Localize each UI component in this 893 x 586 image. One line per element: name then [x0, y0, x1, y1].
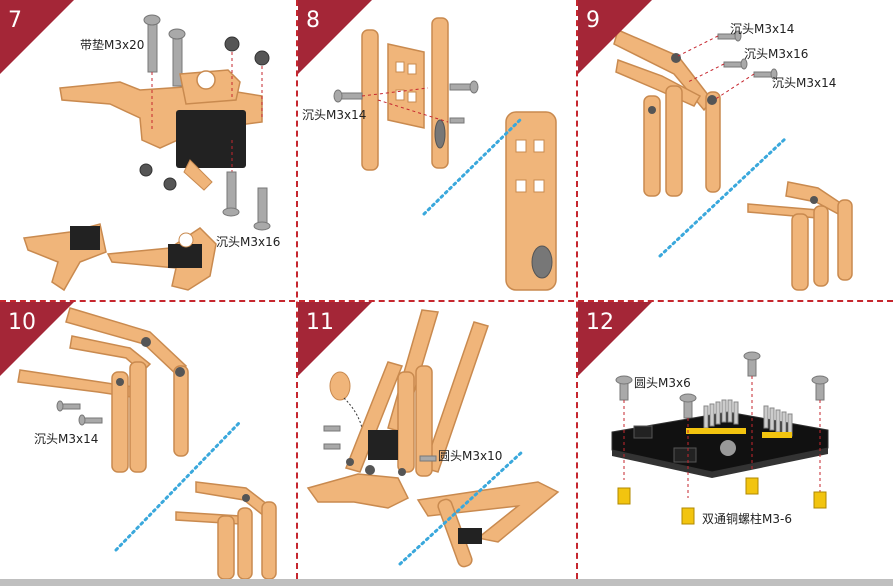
- step-9-panel: 9 沉头M3x14 沉头M3x1: [578, 0, 893, 300]
- step-12-number: 12: [586, 310, 614, 335]
- brass-standoff: [745, 477, 759, 495]
- step-7-badge: [0, 0, 74, 74]
- standoff-label: 双通铜螺柱M3-6: [702, 512, 792, 526]
- step-10-badge: [0, 302, 74, 376]
- servo: [368, 430, 398, 460]
- step-12-badge: [578, 302, 652, 376]
- assembled-arm: [505, 111, 557, 291]
- boom-arm: [423, 321, 489, 473]
- bottom-bar: [0, 579, 893, 586]
- step-8-badge: [298, 0, 372, 74]
- screw-label-m3x14: 沉头M3x14: [34, 432, 99, 446]
- side-plate: [643, 95, 661, 197]
- screw-label-m3x14-bottom: 沉头M3x14: [772, 76, 837, 90]
- screw-label-m3x14-top: 沉头M3x14: [730, 22, 795, 36]
- step-11-number: 11: [306, 310, 334, 335]
- separator-vertical-1: [296, 0, 298, 579]
- step-11-illustration: [306, 309, 560, 568]
- step-10-illustration: [17, 307, 277, 579]
- brass-standoff: [813, 491, 827, 509]
- screw-label-m3x20: 带垫M3x20: [80, 38, 145, 52]
- brass-standoff: [681, 507, 695, 525]
- nut: [224, 36, 270, 66]
- step-7-panel: 7: [0, 0, 296, 300]
- step-10-panel: 10 沉头M3x14: [0, 302, 296, 579]
- side-plate: [111, 371, 129, 473]
- step-7-number: 7: [8, 8, 22, 33]
- screw-label-m3x6: 圆头M3x6: [634, 376, 691, 390]
- arm-bar: [705, 91, 721, 193]
- center-plate: [387, 43, 425, 129]
- screw-label-m3x14: 沉头M3x14: [302, 108, 367, 122]
- step-7-illustration: [23, 14, 271, 292]
- step-12-panel: 12: [578, 302, 893, 579]
- step-8-panel: 8: [298, 0, 576, 300]
- step-9-number: 9: [586, 8, 600, 33]
- step-11-badge: [298, 302, 372, 376]
- step-12-illustration: [611, 351, 829, 525]
- separator-horizontal: [0, 300, 893, 302]
- screw-label-m3x16: 沉头M3x16: [216, 235, 281, 249]
- servo: [176, 110, 246, 168]
- arm-bar: [173, 365, 189, 457]
- step-11-panel: 11 圆头M3x10: [298, 302, 576, 579]
- step-9-illustration: [613, 28, 853, 291]
- side-plate: [665, 85, 683, 197]
- screw-label-m3x10: 圆头M3x10: [438, 449, 503, 463]
- separator-vertical-2: [576, 0, 578, 579]
- claw: [306, 473, 410, 509]
- round-part: [329, 371, 351, 401]
- screw-m3x20: [143, 14, 186, 87]
- step-9-badge: [578, 0, 652, 74]
- screw-label-m3x16: 沉头M3x16: [744, 47, 809, 61]
- step-10-number: 10: [8, 310, 36, 335]
- step-8-number: 8: [306, 8, 320, 33]
- brass-standoff: [617, 487, 631, 505]
